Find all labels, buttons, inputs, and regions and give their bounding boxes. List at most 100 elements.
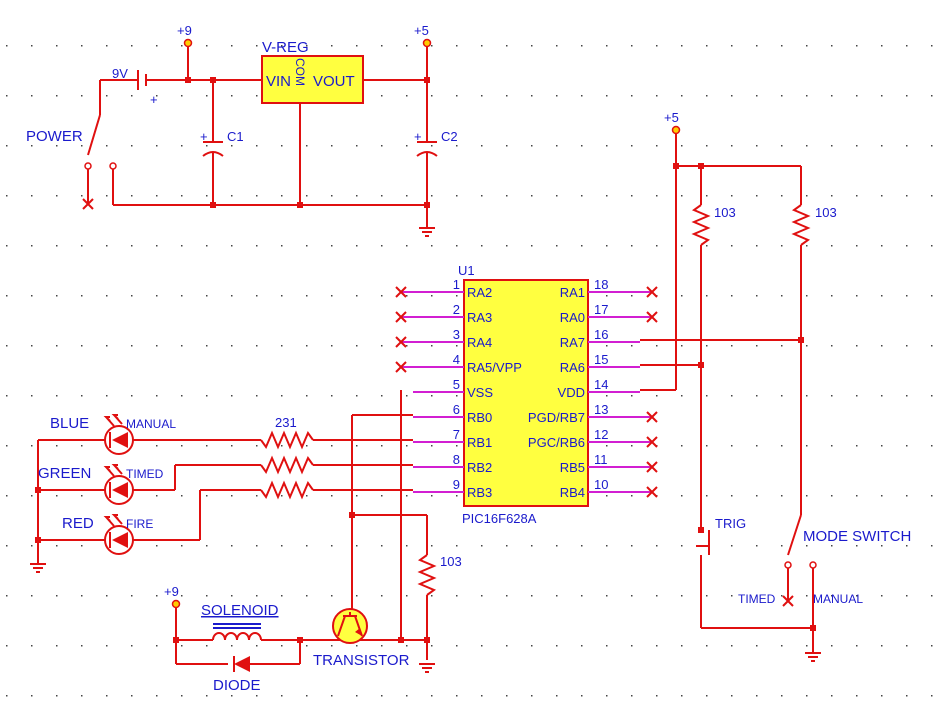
chip-pin-number: 16	[594, 327, 608, 342]
chip-pin-name: VSS	[467, 385, 493, 400]
chip-pin-number: 9	[453, 477, 460, 492]
voltage-regulator	[261, 55, 427, 205]
c1-label: C1	[227, 129, 244, 144]
diode-label: DIODE	[213, 677, 261, 694]
chip-pin-number: 15	[594, 352, 608, 367]
chip-pin-name: RA7	[560, 335, 585, 350]
chip-pin-number: 17	[594, 302, 608, 317]
plus5-terminal	[422, 38, 432, 48]
no-connect-marker	[646, 486, 658, 498]
chip-pin-name: RB2	[467, 460, 492, 475]
transistor-label: TRANSISTOR	[313, 652, 410, 669]
chip-pin-number: 13	[594, 402, 608, 417]
fire-led-label: FIRE	[126, 517, 153, 531]
chip-pin-number: 11	[594, 452, 608, 467]
plus9-bottom-terminal	[171, 599, 181, 609]
green-label: GREEN	[38, 465, 91, 482]
chip-pin-name: PGD/RB7	[528, 410, 585, 425]
chip-wires	[349, 339, 801, 660]
no-connect-marker	[395, 361, 407, 373]
chip-pin-name: RB1	[467, 435, 492, 450]
no-connect-marker	[646, 286, 658, 298]
pic-chip: 1RA22RA33RA44RA5/VPP5VSS6RB07RB18RB29RB3…	[395, 277, 658, 507]
blue-label: BLUE	[50, 415, 89, 432]
timed-led-label: TIMED	[126, 467, 164, 481]
chip-pin-name: RB5	[560, 460, 585, 475]
transistor-symbol	[332, 608, 368, 644]
red-label: RED	[62, 515, 94, 532]
pullup-right-label: 103	[815, 205, 837, 220]
led-ground-icon	[30, 563, 46, 573]
power-switch[interactable]	[82, 80, 117, 210]
chip-pin-number: 6	[453, 402, 460, 417]
plus5-right-terminal	[671, 125, 681, 135]
chip-pin-name: PGC/RB6	[528, 435, 585, 450]
chip-pin-name: RA2	[467, 285, 492, 300]
chip-pins: 1RA22RA33RA44RA5/VPP5VSS6RB07RB18RB29RB3…	[395, 277, 658, 500]
led-resistor-label: 231	[275, 415, 297, 430]
chip-pin-number: 14	[594, 377, 608, 392]
ground-icon	[419, 227, 435, 237]
mode-switch-label: MODE SWITCH	[803, 528, 911, 545]
svg-text:+: +	[414, 129, 422, 144]
vreg-title: V-REG	[262, 39, 309, 56]
chip-pin-name: RB0	[467, 410, 492, 425]
chip-pin-number: 8	[453, 452, 460, 467]
svg-text:+: +	[200, 129, 208, 144]
plus5-label: +5	[414, 23, 429, 38]
power-label: POWER	[26, 128, 83, 145]
battery-label: 9V	[112, 66, 128, 81]
chip-pin-number: 1	[453, 277, 460, 292]
led-blue	[103, 414, 134, 455]
chip-name: PIC16F628A	[462, 511, 537, 526]
chip-pin-name: RB4	[560, 485, 585, 500]
led-section	[30, 414, 413, 573]
chip-pin-number: 18	[594, 277, 608, 292]
solenoid-driver	[171, 599, 435, 673]
no-connect-marker	[395, 286, 407, 298]
no-connect-marker	[646, 311, 658, 323]
mode-ground-icon	[805, 652, 821, 662]
chip-pin-number: 10	[594, 477, 608, 492]
chip-pin-name: RA6	[560, 360, 585, 375]
plus9-bottom-label: +9	[164, 584, 179, 599]
battery-symbol: +	[100, 70, 262, 107]
mode-switch[interactable]	[782, 514, 817, 653]
timed-switch-label: TIMED	[738, 592, 776, 606]
chip-pin-number: 2	[453, 302, 460, 317]
manual-switch-label: MANUAL	[813, 592, 863, 606]
vreg-vin: VIN	[266, 73, 291, 90]
no-connect-marker	[646, 461, 658, 473]
trigger-switch[interactable]	[696, 527, 710, 628]
chip-pin-name: RA4	[467, 335, 492, 350]
pullup-left-label: 103	[714, 205, 736, 220]
svg-text:+: +	[150, 92, 158, 107]
manual-led-label: MANUAL	[126, 417, 176, 431]
chip-pin-name: RA5/VPP	[467, 360, 522, 375]
solenoid-coil	[212, 623, 262, 641]
chip-pin-number: 5	[453, 377, 460, 392]
transistor-resistor-label: 103	[440, 554, 462, 569]
no-connect-marker	[646, 411, 658, 423]
chip-pin-number: 7	[453, 427, 460, 442]
solenoid-label: SOLENOID	[201, 602, 279, 619]
diode-symbol	[233, 656, 250, 672]
pullup-network	[671, 125, 811, 530]
grid-dots	[6, 45, 933, 697]
power-supply: +9 + 9V POWER +	[26, 23, 458, 237]
plus5-right-label: +5	[664, 110, 679, 125]
capacitor-c1: +	[200, 80, 224, 205]
no-connect-marker	[395, 311, 407, 323]
plus9-label: +9	[177, 23, 192, 38]
chip-pin-name: RA0	[560, 310, 585, 325]
c2-label: C2	[441, 129, 458, 144]
trig-label: TRIG	[715, 516, 746, 531]
transistor-ground-icon	[419, 663, 435, 673]
chip-ref: U1	[458, 263, 475, 278]
no-connect-marker	[395, 336, 407, 348]
vreg-vout: VOUT	[313, 73, 355, 90]
chip-pin-number: 4	[453, 352, 460, 367]
chip-pin-number: 3	[453, 327, 460, 342]
chip-pin-name: VDD	[558, 385, 585, 400]
no-connect-marker	[646, 436, 658, 448]
